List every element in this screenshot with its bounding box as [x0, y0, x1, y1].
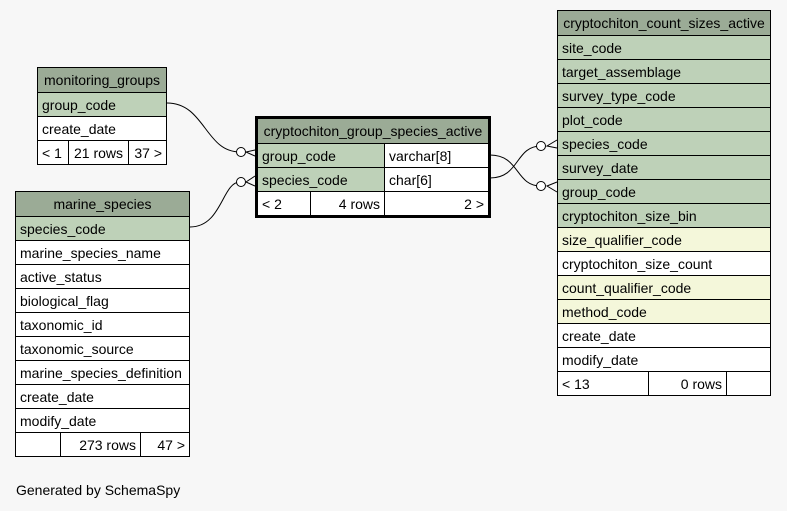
children-count: [726, 372, 770, 395]
column-row[interactable]: group_code varchar[8]: [258, 143, 488, 167]
table-footer: < 1 21 rows 37 >: [38, 140, 166, 164]
parents-count: [16, 433, 60, 456]
column-row[interactable]: taxonomic_source: [16, 336, 189, 360]
children-count: 47 >: [140, 433, 189, 456]
column-row[interactable]: create_date: [16, 384, 189, 408]
column-row[interactable]: species_code char[6]: [258, 167, 488, 191]
row-count: 21 rows: [68, 141, 128, 164]
row-count: 273 rows: [60, 433, 140, 456]
table-header[interactable]: marine_species: [16, 192, 189, 216]
column-row[interactable]: target_assemblage: [558, 59, 770, 83]
table-group-species-active[interactable]: cryptochiton_group_species_active group_…: [255, 116, 491, 218]
column-row[interactable]: cryptochiton_size_bin: [558, 203, 770, 227]
edge-end-circle: [236, 147, 246, 157]
column-row[interactable]: cryptochiton_size_count: [558, 251, 770, 275]
column-row[interactable]: taxonomic_id: [16, 312, 189, 336]
column-row[interactable]: count_qualifier_code: [558, 275, 770, 299]
column-row[interactable]: survey_date: [558, 155, 770, 179]
edge-marine-species-to-group-species: [189, 181, 241, 228]
row-count: 4 rows: [310, 192, 384, 215]
column-row[interactable]: survey_type_code: [558, 83, 770, 107]
generated-by-label: Generated by SchemaSpy: [16, 482, 181, 498]
children-count: 37 >: [128, 141, 166, 164]
column-type: varchar[8]: [384, 144, 488, 167]
edge-group-species-species-to-count-sizes: [489, 145, 542, 179]
column-row[interactable]: create_date: [558, 323, 770, 347]
column-row[interactable]: group_code: [558, 179, 770, 203]
table-marine-species[interactable]: marine_species species_code marine_speci…: [15, 191, 190, 457]
column-row[interactable]: group_code: [38, 92, 166, 116]
column-row[interactable]: modify_date: [558, 347, 770, 371]
table-footer: < 2 4 rows 2 >: [258, 191, 488, 215]
table-header[interactable]: monitoring_groups: [38, 68, 166, 92]
column-row[interactable]: marine_species_name: [16, 240, 189, 264]
column-row[interactable]: active_status: [16, 264, 189, 288]
parents-count: < 13: [562, 376, 590, 392]
edge-end-circle: [536, 181, 546, 191]
table-monitoring-groups[interactable]: monitoring_groups group_code create_date…: [37, 67, 167, 165]
column-row[interactable]: site_code: [558, 35, 770, 59]
column-row[interactable]: modify_date: [16, 408, 189, 432]
column-row[interactable]: plot_code: [558, 107, 770, 131]
column-row[interactable]: species_code: [16, 216, 189, 240]
edge-group-species-group-to-count-sizes: [489, 154, 542, 187]
children-count: 2 >: [384, 192, 488, 215]
column-row[interactable]: biological_flag: [16, 288, 189, 312]
edge-end-circle: [236, 177, 246, 187]
row-count: 0 rows: [648, 372, 726, 395]
parents-count: < 1: [42, 145, 62, 161]
table-footer: < 13 0 rows: [558, 371, 770, 395]
column-row[interactable]: method_code: [558, 299, 770, 323]
table-header[interactable]: cryptochiton_group_species_active: [258, 119, 488, 143]
column-row[interactable]: create_date: [38, 116, 166, 140]
edge-end-circle: [536, 141, 546, 151]
column-row[interactable]: marine_species_definition: [16, 360, 189, 384]
column-row[interactable]: species_code: [558, 131, 770, 155]
parents-count: < 2: [262, 196, 282, 212]
column-type: char[6]: [384, 168, 488, 191]
edge-monitoring-groups-to-group-species: [166, 102, 241, 153]
column-row[interactable]: size_qualifier_code: [558, 227, 770, 251]
table-header[interactable]: cryptochiton_count_sizes_active: [558, 11, 770, 35]
table-footer: 273 rows 47 >: [16, 432, 189, 456]
table-count-sizes-active[interactable]: cryptochiton_count_sizes_active site_cod…: [557, 10, 771, 396]
